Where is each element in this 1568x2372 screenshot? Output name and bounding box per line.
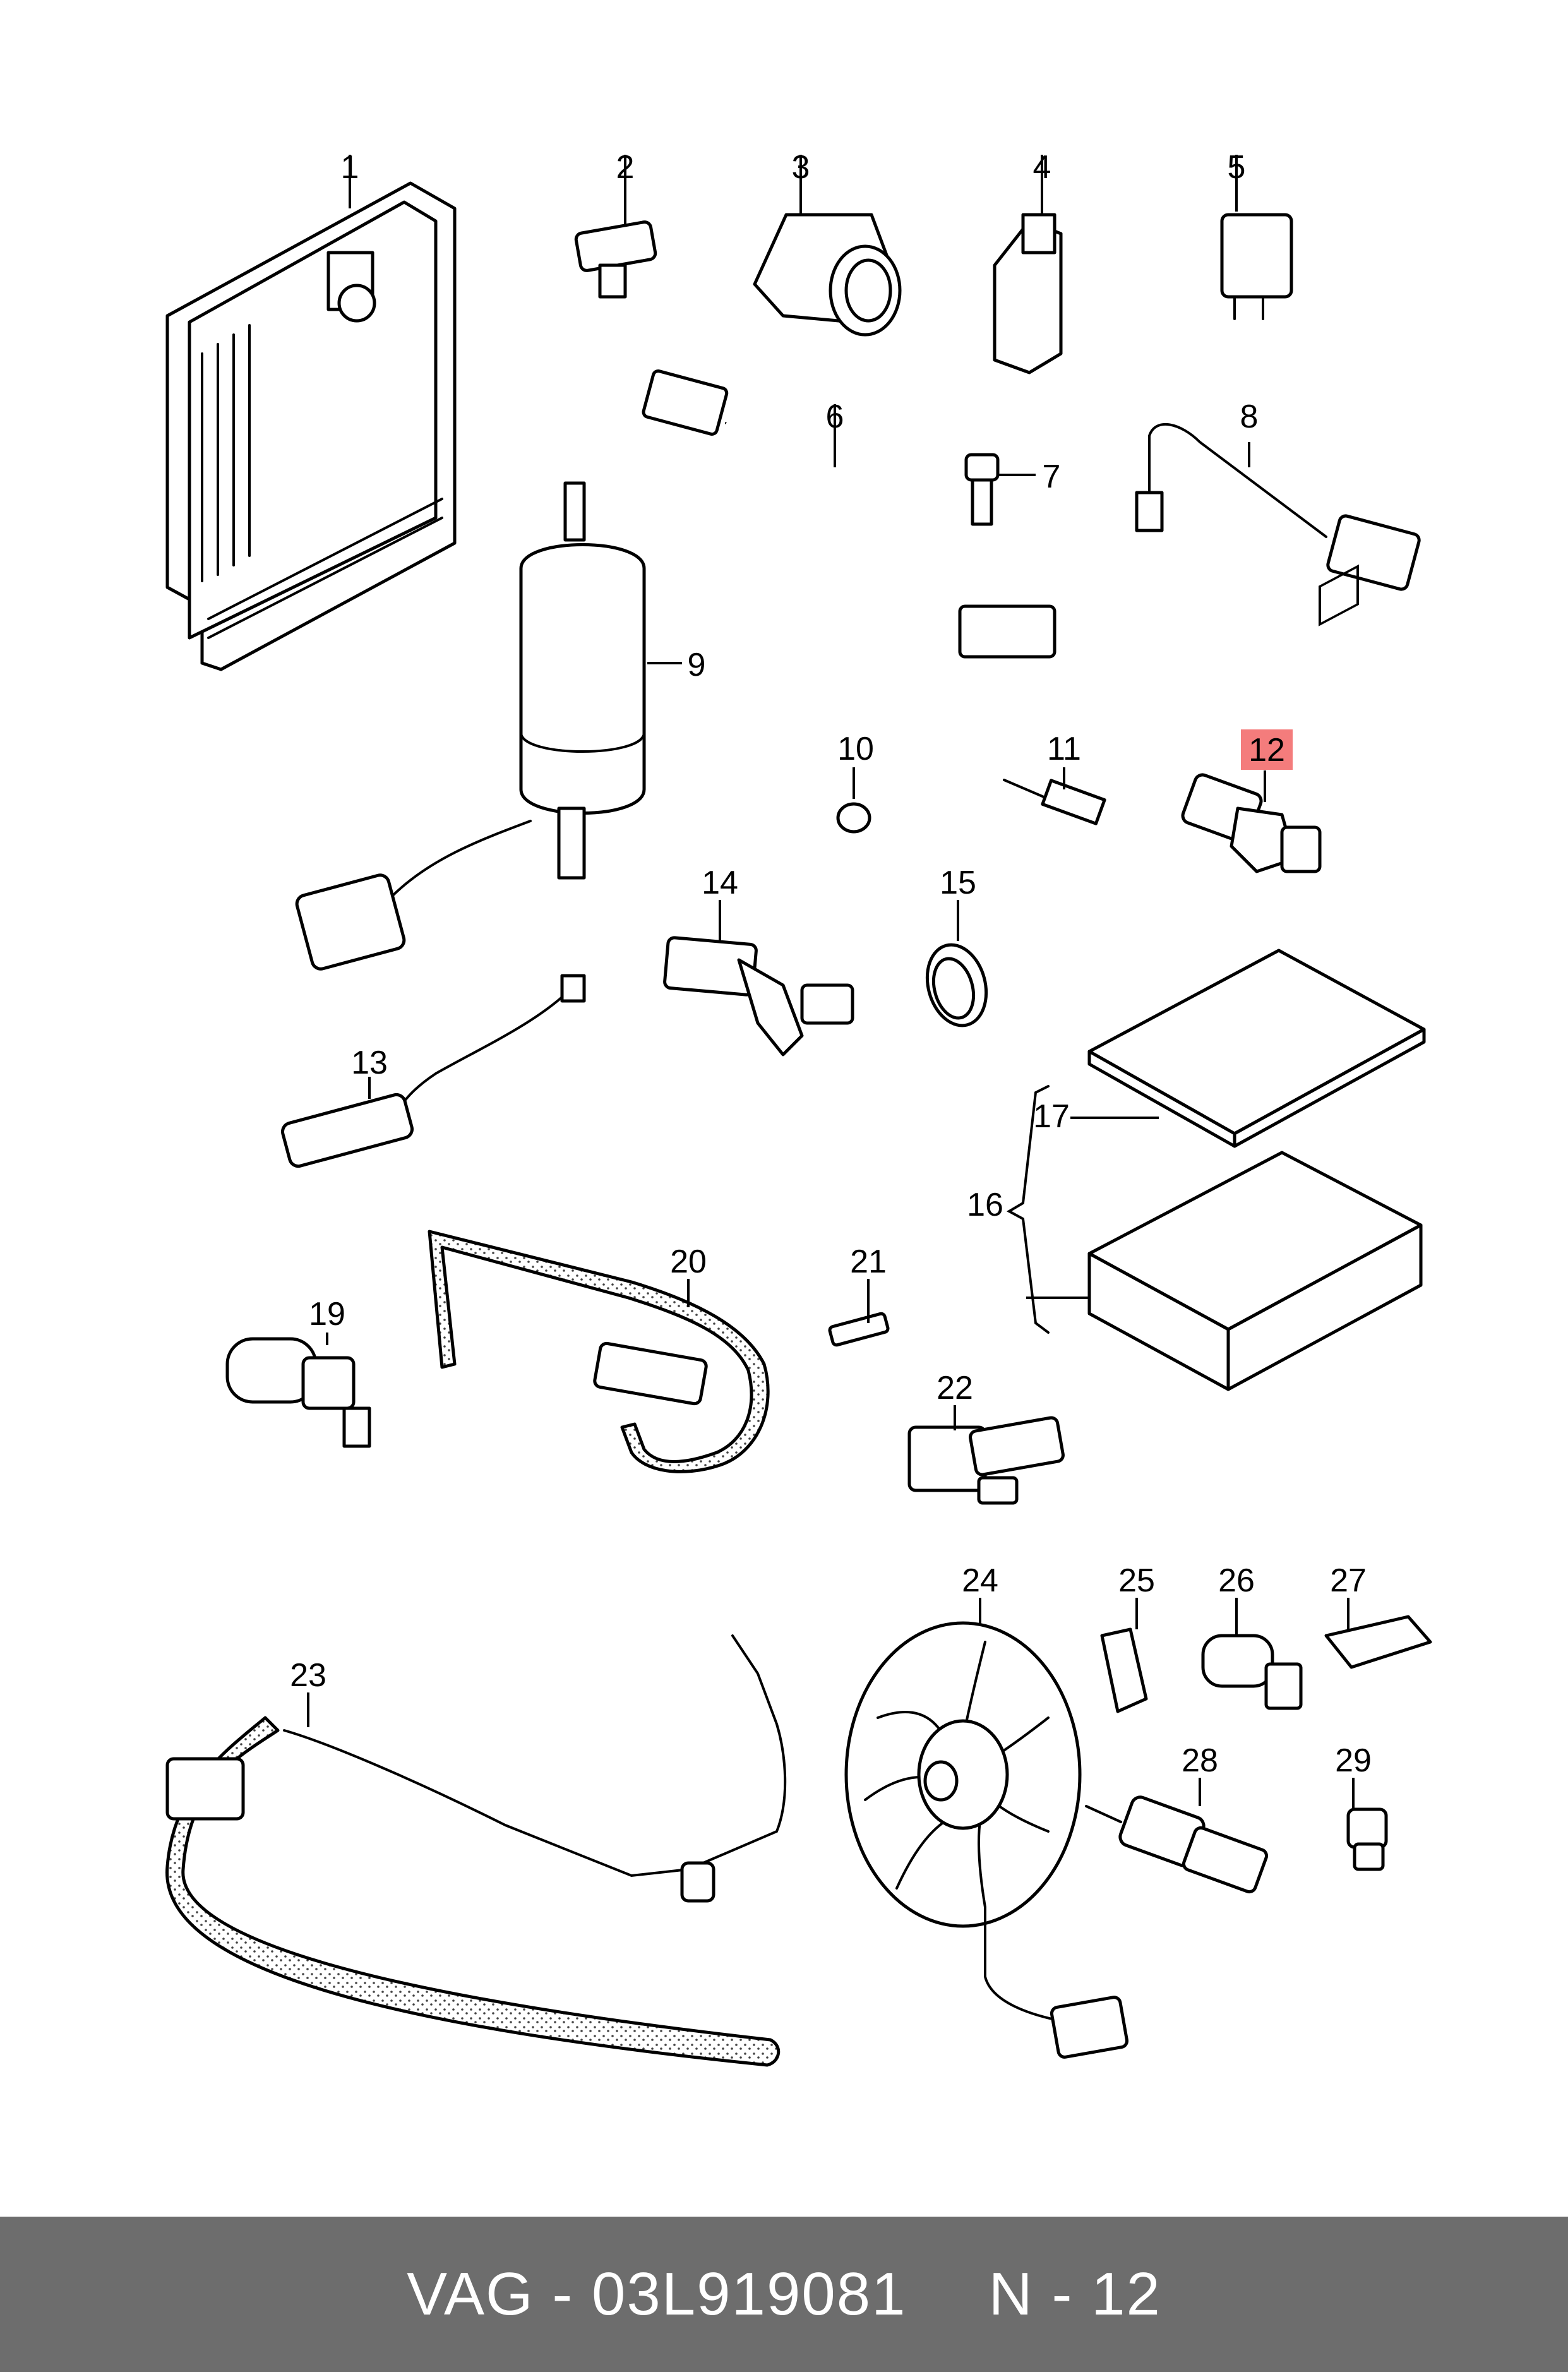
callout-1: 1: [341, 149, 359, 186]
callout-12-highlight: [1241, 729, 1293, 770]
footer-position: N - 12: [988, 2260, 1161, 2328]
part-26-switch: [1201, 1598, 1303, 1710]
callout-6: 6: [826, 398, 844, 435]
callout-21: 21: [850, 1243, 887, 1280]
part-21-bolt: [828, 1279, 890, 1347]
part-9-fuel-pump: [295, 481, 682, 971]
callout-2: 2: [616, 149, 635, 186]
part-2-sensor: [574, 155, 657, 299]
part-12-pressure-switch: [1181, 770, 1322, 873]
callout-15: 15: [940, 865, 976, 901]
part-14-sensor: [663, 900, 854, 1057]
callout-26: 26: [1218, 1562, 1255, 1599]
part-24-radiator-fan: [844, 1598, 1129, 2059]
part-16-17-control-box: [1006, 564, 1426, 1391]
part-3-mass-air-sensor: [753, 155, 902, 337]
part-6-harness: [642, 369, 1056, 659]
callout-19: 19: [309, 1296, 345, 1333]
callout-17: 17: [1033, 1098, 1070, 1135]
callout-14: 14: [702, 865, 738, 901]
callout-16: 16: [967, 1187, 1003, 1223]
part-22-pressure-sensor: [907, 1405, 1065, 1505]
part-29-switch: [1346, 1778, 1388, 1871]
callout-24: 24: [962, 1562, 998, 1599]
footer-part-number: VAG - 03L919081: [407, 2260, 907, 2328]
footer-bar: VAG - 03L919081 N - 12: [0, 2217, 1568, 2372]
part-7-bolt: [964, 453, 1036, 526]
parts-diagram: 1 2 3 4 5 6 7 8 9 10 11 12 13 14 15 16 1…: [165, 149, 1432, 2067]
callout-13: 13: [351, 1045, 388, 1081]
part-19-valve: [225, 1333, 371, 1448]
callout-23: 23: [290, 1657, 326, 1694]
callout-5: 5: [1228, 149, 1246, 186]
callout-7: 7: [1043, 458, 1061, 495]
callout-11: 11: [1047, 731, 1081, 767]
callout-4: 4: [1033, 149, 1051, 186]
part-13-lambda-sensor: [280, 974, 586, 1168]
part-8-sensor: [1135, 423, 1421, 591]
callout-10: 10: [837, 731, 874, 767]
callout-29: 29: [1335, 1742, 1372, 1779]
part-25-holder: [1100, 1598, 1148, 1713]
callout-9: 9: [688, 647, 706, 683]
callout-12: 12: [1248, 732, 1285, 769]
part-11-glow-plug: [1003, 767, 1106, 825]
callout-27: 27: [1330, 1562, 1367, 1599]
callout-20: 20: [670, 1243, 707, 1280]
part-28-sender: [1085, 1778, 1269, 1894]
part-1-control-unit: [165, 155, 457, 671]
part-27-fuse: [1324, 1598, 1432, 1669]
part-15-grommet: [925, 900, 988, 1027]
part-10-o-ring: [836, 767, 871, 834]
callout-25: 25: [1118, 1562, 1155, 1599]
callout-3: 3: [792, 149, 810, 186]
part-23-vacuum-line: [165, 1634, 787, 2067]
callout-22: 22: [937, 1370, 973, 1406]
callout-28: 28: [1182, 1742, 1218, 1779]
part-5-relay: [1220, 155, 1293, 320]
part-20-hose: [428, 1230, 770, 1473]
callout-8: 8: [1240, 398, 1259, 435]
part-4-relay-holder: [993, 155, 1063, 374]
